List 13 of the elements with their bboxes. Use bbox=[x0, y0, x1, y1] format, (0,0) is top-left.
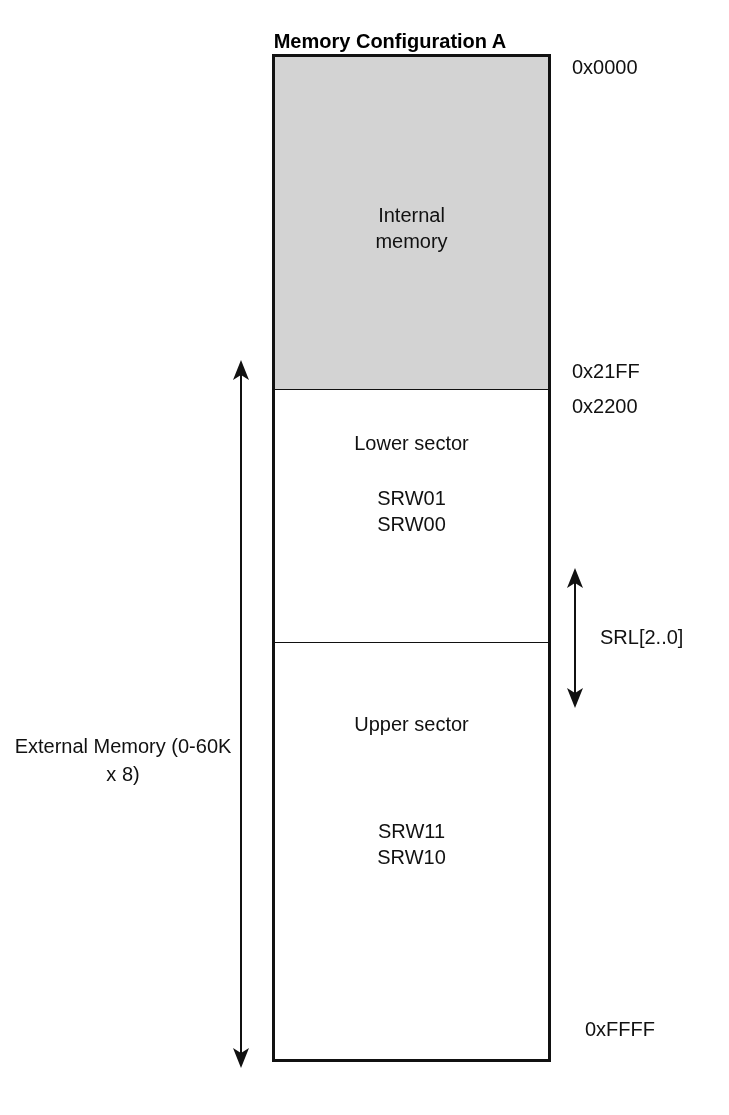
address-label: 0x0000 bbox=[572, 56, 638, 79]
memory-region bbox=[275, 57, 548, 389]
region-size-label: External Memory (0-60K x 8) bbox=[13, 734, 233, 787]
region-label: Lower sector bbox=[354, 431, 469, 456]
region-label: Upper sector bbox=[354, 712, 469, 737]
diagram-title: Memory Configuration A bbox=[272, 30, 508, 53]
field-label: SRL[2..0] bbox=[600, 626, 684, 649]
region-label: Internal memory bbox=[374, 203, 449, 254]
address-label: 0x2200 bbox=[572, 395, 638, 418]
register-names: SRW11 SRW10 bbox=[376, 819, 447, 870]
register-names: SRW01 SRW00 bbox=[376, 486, 447, 537]
address-label: 0xFFFF bbox=[585, 1018, 655, 1041]
address-label: 0x21FF bbox=[572, 360, 640, 383]
